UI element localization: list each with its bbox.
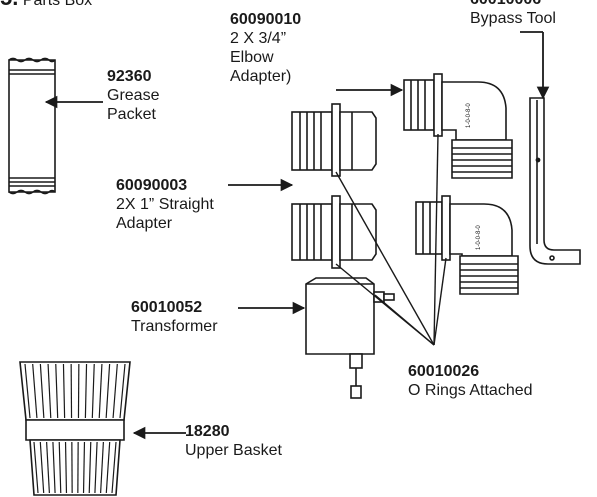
part-code: 60010052 [131, 299, 203, 316]
part-desc-line: Adapter [116, 215, 173, 232]
straight-adapter-bottom-illustration [291, 195, 377, 269]
part-desc-line: Transformer [131, 318, 218, 335]
part-code: 60010026 [408, 363, 480, 380]
o-ring-leader-lines [335, 133, 447, 346]
straight-adapter-top-illustration [291, 103, 377, 177]
callout-arrows [44, 31, 550, 440]
step-title: Parts Box [22, 0, 93, 9]
part-code: 60010006 [470, 0, 556, 9]
label-upper-basket: 18280 Upper Basket [185, 422, 282, 460]
bypass-tool-illustration [529, 97, 581, 265]
label-bypass-tool: 60010006 Bypass Tool [470, 0, 556, 28]
part-desc-line: O Rings Attached [408, 382, 533, 399]
upper-basket-illustration [19, 361, 131, 496]
part-code: 18280 [185, 423, 230, 440]
part-code: 60090010 [230, 11, 302, 28]
elbow-top-marking: 1-0-0-8-0 [466, 103, 472, 128]
part-desc-line: 2X 1” Straight [116, 196, 214, 213]
label-elbow-adapter: 60090010 2 X 3/4” Elbow Adapter) [230, 10, 301, 86]
label-grease-packet: 92360 Grease Packet [107, 67, 159, 124]
label-transformer: 60010052 Transformer [131, 298, 218, 336]
basket-ribs [24, 363, 126, 494]
part-desc-line: Bypass Tool [470, 10, 556, 27]
part-code: 60090003 [116, 177, 188, 194]
part-desc-line: Elbow [230, 49, 274, 66]
transformer-illustration [305, 277, 395, 399]
elbow-bottom-marking: 1-0-0-8-0 [476, 225, 482, 250]
step-number: 5. [0, 0, 18, 10]
part-code: 92360 [107, 68, 152, 85]
step-header: 5. Parts Box [0, 0, 92, 10]
part-desc-line: Packet [107, 106, 156, 123]
label-straight-adapter: 60090003 2X 1” Straight Adapter [116, 176, 214, 233]
part-desc-line: Grease [107, 87, 160, 104]
part-desc-line: 2 X 3/4” [230, 30, 287, 47]
part-desc-line: Adapter) [230, 68, 292, 85]
elbow-adapter-bottom-illustration [415, 195, 519, 295]
elbow-adapter-top-illustration [403, 73, 513, 179]
part-desc-line: Upper Basket [185, 442, 282, 459]
grease-packet-illustration [8, 57, 56, 195]
label-o-rings: 60010026 O Rings Attached [408, 362, 533, 400]
